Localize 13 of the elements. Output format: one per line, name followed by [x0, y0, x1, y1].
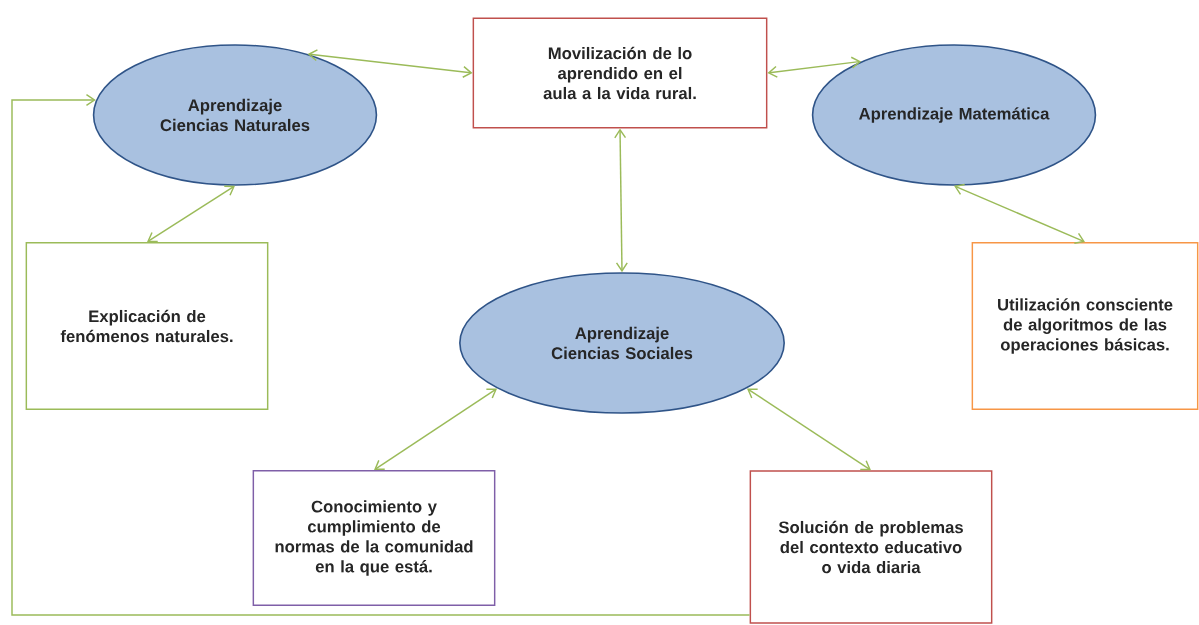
- arrow: [767, 56, 862, 78]
- concept-box: Utilización consciente de algoritmos de las operaciones básicas.: [971, 241, 1199, 411]
- arrow: [614, 128, 628, 273]
- concept-box: Conocimiento y cumplimiento de normas de la comunidad en la que está.: [252, 469, 496, 607]
- arrow: [307, 49, 473, 78]
- arrow: [147, 185, 235, 243]
- arrow: [11, 93, 751, 616]
- concept-box: Movilización de lo aprendido en el aula a la vida rural.: [472, 17, 768, 129]
- arrow: [954, 183, 1085, 244]
- concept-box: Solución de problemas del contexto educativo o vida diaria: [749, 470, 993, 624]
- concept-box: Explicación de fenómenos naturales.: [25, 241, 269, 411]
- arrow: [746, 388, 871, 471]
- arrow: [374, 388, 498, 470]
